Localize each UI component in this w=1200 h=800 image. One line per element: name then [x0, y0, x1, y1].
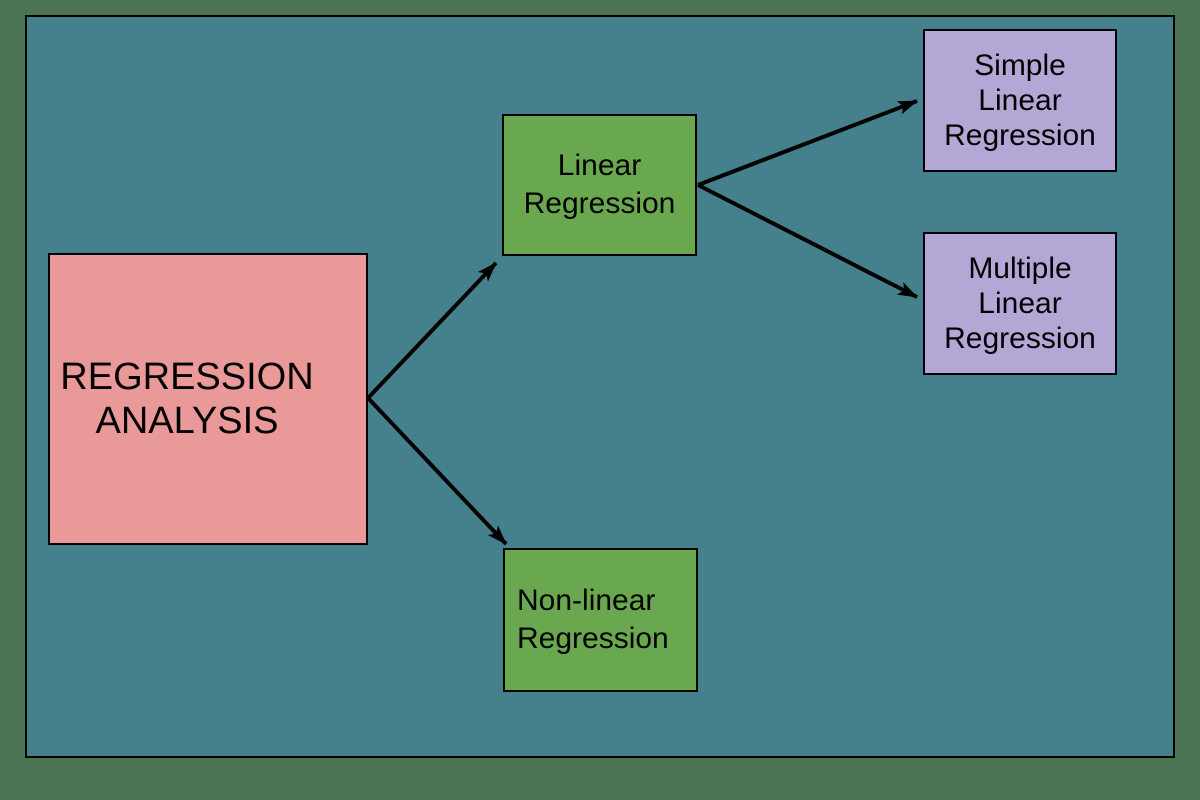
node-multiple-linear-regression-label: Multiple Linear Regression [944, 252, 1096, 355]
node-nonlinear-regression-label: Non-linear Regression [517, 584, 669, 655]
node-simple-linear-regression: Simple Linear Regression [923, 29, 1117, 172]
node-linear-regression: Linear Regression [502, 114, 697, 256]
node-regression-analysis-label: REGRESSION ANALYSIS [60, 356, 314, 442]
node-simple-linear-regression-label: Simple Linear Regression [944, 49, 1096, 152]
node-regression-analysis: REGRESSION ANALYSIS [48, 253, 368, 545]
node-nonlinear-regression: Non-linear Regression [503, 548, 698, 692]
node-linear-regression-label: Linear Regression [523, 149, 676, 220]
node-multiple-linear-regression: Multiple Linear Regression [923, 232, 1117, 375]
